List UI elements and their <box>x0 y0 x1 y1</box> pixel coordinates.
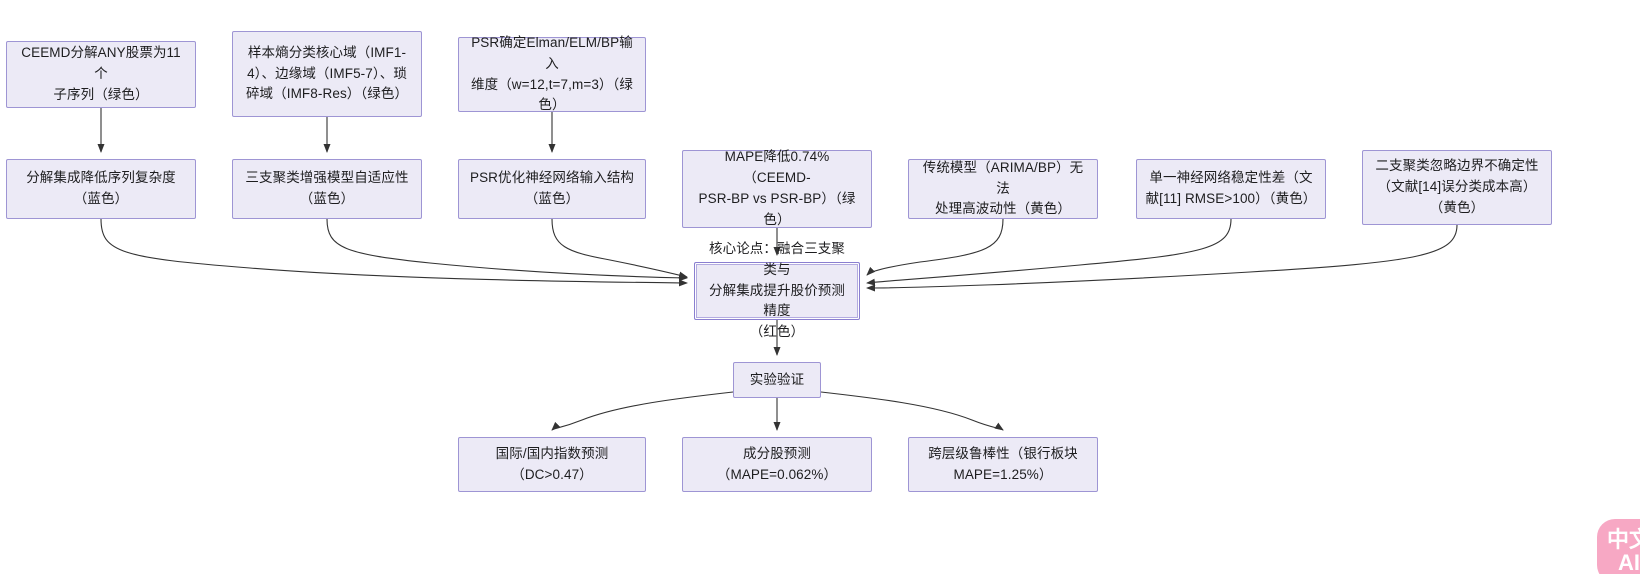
edge-n4-to-n11 <box>100 218 688 287</box>
edge-n10-to-n11 <box>866 224 1458 292</box>
node-constituent-stock-forecast-label: 成分股预测 （MAPE=0.062%） <box>716 445 838 482</box>
edge-n8-to-n11 <box>866 218 1004 276</box>
node-index-forecast[interactable]: 国际/国内指数预测 （DC>0.47） <box>458 437 646 492</box>
node-single-nn-instability[interactable]: 单一神经网络稳定性差（文 献[11] RMSE>100）（黄色） <box>1136 159 1326 219</box>
node-sample-entropy[interactable]: 样本熵分类核心域（IMF1- 4）、边缘域（IMF5-7）、琐 碎域（IMF8-… <box>232 31 422 117</box>
node-three-way-clustering-adaptivity-label: 三支聚类增强模型自适应性 （蓝色） <box>245 170 409 206</box>
edge-n12-to-n13 <box>551 391 734 431</box>
node-core-thesis-label: 核心论点：融合三支聚类与 分解集成提升股价预测精度 （红色） <box>709 240 845 340</box>
node-single-nn-instability-label: 单一神经网络稳定性差（文 献[11] RMSE>100）（黄色） <box>1145 170 1317 206</box>
node-psr-optimize-structure-label: PSR优化神经网络输入结构 （蓝色） <box>469 170 635 206</box>
node-three-way-clustering-adaptivity[interactable]: 三支聚类增强模型自适应性 （蓝色） <box>232 159 422 219</box>
node-index-forecast-label: 国际/国内指数预测 （DC>0.47） <box>495 445 609 482</box>
watermark-text: 中文 AI <box>1606 526 1640 574</box>
node-ceemd-decompose[interactable]: CEEMD分解ANY股票为11个 子序列（绿色） <box>6 41 196 108</box>
node-cross-layer-robustness[interactable]: 跨层级鲁棒性（银行板块 MAPE=1.25%） <box>908 437 1098 492</box>
node-mape-reduction[interactable]: MAPE降低0.74%（CEEMD- PSR-BP vs PSR-BP）（绿 色… <box>682 149 872 228</box>
node-constituent-stock-forecast[interactable]: 成分股预测 （MAPE=0.062%） <box>682 437 872 492</box>
node-psr-input-dim-label: PSR确定Elman/ELM/BP输入 维度（w=12,t=7,m=3）（绿 色… <box>471 34 633 113</box>
node-cross-layer-robustness-label: 跨层级鲁棒性（银行板块 MAPE=1.25%） <box>928 445 1078 482</box>
node-two-way-clustering-boundary-label: 二支聚类忽略边界不确定性 （文献[14]误分类成本高） （黄色） <box>1375 158 1539 215</box>
node-experimental-validation-label: 实验验证 <box>749 371 805 387</box>
node-psr-optimize-structure[interactable]: PSR优化神经网络输入结构 （蓝色） <box>458 159 646 219</box>
node-two-way-clustering-boundary[interactable]: 二支聚类忽略边界不确定性 （文献[14]误分类成本高） （黄色） <box>1362 150 1552 225</box>
node-traditional-model-limit-label: 传统模型（ARIMA/BP）无法 处理高波动性（黄色） <box>922 159 1084 217</box>
edge-n6-to-n11 <box>551 218 688 279</box>
node-psr-input-dim[interactable]: PSR确定Elman/ELM/BP输入 维度（w=12,t=7,m=3）（绿 色… <box>458 35 646 112</box>
node-decompose-reduce-complexity[interactable]: 分解集成降低序列复杂度 （蓝色） <box>6 159 196 219</box>
watermark-badge: 中文 AI <box>1597 519 1640 574</box>
edge-n5-to-n11 <box>326 218 688 282</box>
node-decompose-reduce-complexity-label: 分解集成降低序列复杂度 （蓝色） <box>26 170 176 206</box>
node-experimental-validation[interactable]: 实验验证 <box>733 362 821 398</box>
node-traditional-model-limit[interactable]: 传统模型（ARIMA/BP）无法 处理高波动性（黄色） <box>908 159 1098 219</box>
node-mape-reduction-label: MAPE降低0.74%（CEEMD- PSR-BP vs PSR-BP）（绿 色… <box>698 149 856 227</box>
edge-n12-to-n15 <box>820 391 1004 431</box>
edge-n9-to-n11 <box>866 218 1232 286</box>
node-core-thesis[interactable]: 核心论点：融合三支聚类与 分解集成提升股价预测精度 （红色） <box>694 241 860 339</box>
node-sample-entropy-label: 样本熵分类核心域（IMF1- 4）、边缘域（IMF5-7）、琐 碎域（IMF8-… <box>245 44 409 102</box>
node-ceemd-decompose-label: CEEMD分解ANY股票为11个 子序列（绿色） <box>21 45 181 102</box>
